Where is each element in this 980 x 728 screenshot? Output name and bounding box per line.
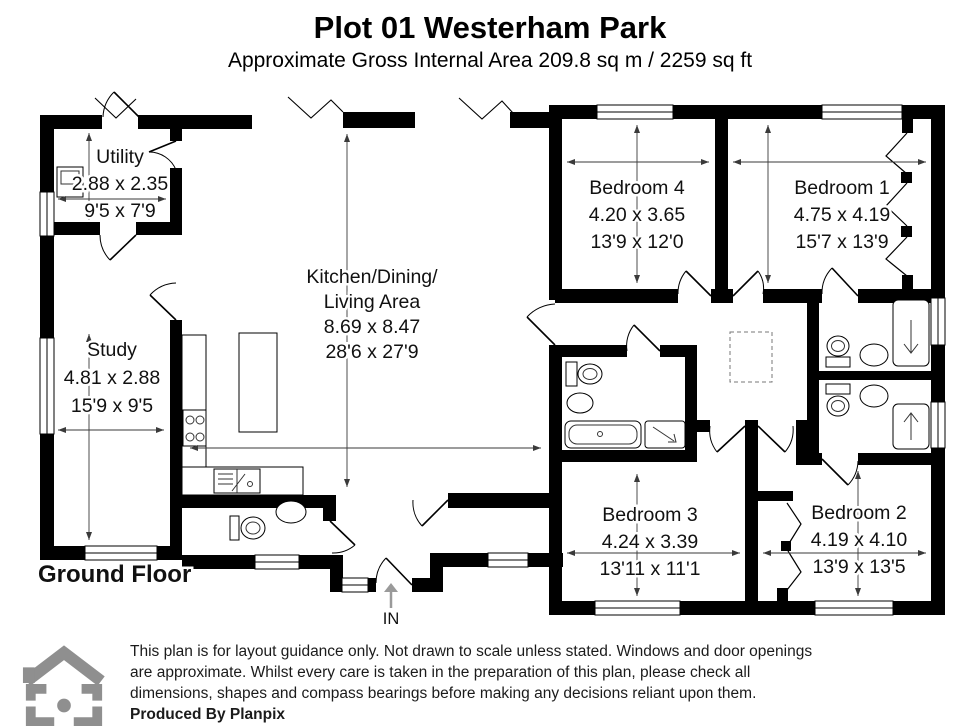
door-bedroom1 xyxy=(732,270,764,297)
window xyxy=(254,554,300,570)
svg-text:Bedroom 4: Bedroom 4 xyxy=(589,177,685,199)
windows xyxy=(39,104,946,616)
door-utility-external xyxy=(102,91,141,119)
svg-text:Bedroom 3: Bedroom 3 xyxy=(602,504,697,526)
svg-text:4.20 x 3.65: 4.20 x 3.65 xyxy=(589,204,686,226)
bifold-openings xyxy=(94,96,912,591)
kitchen-island xyxy=(238,332,278,433)
disclaimer-line: dimensions, shapes and compass bearings … xyxy=(130,685,757,702)
produced-by-label: Produced By Planpix xyxy=(130,706,286,723)
door-bedroom1-ensuite xyxy=(821,267,859,297)
svg-text:Living Area: Living Area xyxy=(324,291,421,313)
svg-text:13'9 x 13'5: 13'9 x 13'5 xyxy=(812,556,905,578)
ensuite1-toilet xyxy=(825,335,851,368)
room-label-study: Study 4.81 x 2.88 15'9 x 9'5 xyxy=(61,337,163,420)
window xyxy=(84,545,158,561)
floor-label: Ground Floor xyxy=(38,561,191,588)
door-bathroom xyxy=(626,324,661,352)
window xyxy=(930,297,946,346)
kitchen-sink xyxy=(213,468,261,494)
door-cloakroom xyxy=(329,520,356,554)
footer: This plan is for layout guidance only. N… xyxy=(14,640,966,726)
svg-text:4.19 x 4.10: 4.19 x 4.10 xyxy=(811,529,908,551)
window xyxy=(930,401,946,449)
doors xyxy=(99,91,859,586)
entrance-label: IN xyxy=(383,610,400,628)
svg-text:2.88 x 2.35: 2.88 x 2.35 xyxy=(72,173,169,195)
window xyxy=(594,600,681,616)
svg-text:8.69 x 8.47: 8.69 x 8.47 xyxy=(324,316,421,338)
wardrobe-bedroom2 xyxy=(781,502,802,591)
door-bedroom3 xyxy=(709,425,746,453)
svg-text:9'5 x 7'9: 9'5 x 7'9 xyxy=(84,200,155,222)
svg-text:28'6 x 27'9: 28'6 x 27'9 xyxy=(325,341,418,363)
svg-text:4.24 x 3.39: 4.24 x 3.39 xyxy=(602,531,699,553)
svg-text:Bedroom 1: Bedroom 1 xyxy=(794,177,889,199)
door-utility-study xyxy=(99,234,137,261)
svg-text:15'7 x 13'9: 15'7 x 13'9 xyxy=(795,231,888,253)
room-label-bedroom4: Bedroom 4 4.20 x 3.65 13'9 x 12'0 xyxy=(586,175,688,256)
planpix-logo-icon xyxy=(22,645,105,726)
dimension-lines xyxy=(58,125,926,596)
walls xyxy=(40,105,945,615)
loft-hatch xyxy=(729,331,773,383)
door-bedroom4 xyxy=(677,270,712,297)
page-title: Plot 01 Westerham Park xyxy=(313,10,667,45)
room-label-kitchen: Kitchen/Dining/ Living Area 8.69 x 8.47 … xyxy=(304,264,441,366)
disclaimer-text: This plan is for layout guidance only. N… xyxy=(130,640,812,725)
ensuite1-basin xyxy=(859,343,889,367)
window xyxy=(341,577,369,593)
kitchen-hob xyxy=(182,409,207,447)
room-label-bedroom1: Bedroom 1 4.75 x 4.19 15'7 x 13'9 xyxy=(791,175,893,256)
room-labels: Utility 2.88 x 2.35 9'5 x 7'9 Study 4.81… xyxy=(36,144,910,631)
cloakroom-basin xyxy=(275,500,307,524)
bifold-kitchen-top-right xyxy=(458,97,514,120)
window xyxy=(821,104,903,120)
svg-text:13'9 x 12'0: 13'9 x 12'0 xyxy=(590,231,683,253)
window xyxy=(39,191,55,237)
disclaimer-line: This plan is for layout guidance only. N… xyxy=(130,643,813,660)
bathroom-basin xyxy=(566,392,594,414)
svg-text:13'11 x 11'1: 13'11 x 11'1 xyxy=(599,558,700,580)
ensuite2-basin xyxy=(859,384,889,408)
wardrobe-bedroom1 xyxy=(885,132,912,277)
bathroom-shower xyxy=(644,420,686,449)
window xyxy=(814,600,894,616)
svg-text:Bedroom 2: Bedroom 2 xyxy=(811,502,906,524)
door-bedroom2-ensuite xyxy=(821,458,859,486)
svg-text:Study: Study xyxy=(87,339,137,361)
bathroom-toilet xyxy=(565,361,603,387)
room-label-utility: Utility 2.88 x 2.35 9'5 x 7'9 xyxy=(69,144,171,225)
door-utility-kitchen xyxy=(148,140,177,171)
ensuite2-shower xyxy=(892,403,930,450)
window xyxy=(596,104,674,120)
svg-text:4.81 x 2.88: 4.81 x 2.88 xyxy=(64,367,161,389)
bifold-kitchen-top-left xyxy=(287,96,344,119)
door-front-entrance xyxy=(375,557,413,586)
page-subtitle: Approximate Gross Internal Area 209.8 sq… xyxy=(227,49,753,72)
bathroom-bath xyxy=(564,420,642,449)
window xyxy=(487,552,529,568)
room-label-bedroom2: Bedroom 2 4.19 x 4.10 13'9 x 13'5 xyxy=(808,500,910,581)
door-vestibule-kitchen xyxy=(412,499,449,527)
entrance-arrow-icon xyxy=(384,583,398,608)
ensuite2-toilet xyxy=(825,383,851,417)
bifold-above-utility-door xyxy=(94,97,137,119)
svg-text:Kitchen/Dining/: Kitchen/Dining/ xyxy=(306,266,438,288)
cloakroom-toilet xyxy=(229,515,266,541)
door-study xyxy=(149,282,177,321)
svg-text:Utility: Utility xyxy=(96,146,144,168)
window xyxy=(39,337,55,435)
disclaimer-line: are approximate. Whilst every care is ta… xyxy=(130,664,751,681)
door-bedroom2 xyxy=(757,425,794,453)
svg-text:4.75 x 4.19: 4.75 x 4.19 xyxy=(794,204,891,226)
door-kitchen-hall xyxy=(526,303,556,346)
svg-text:15'9 x 9'5: 15'9 x 9'5 xyxy=(71,395,153,417)
ensuite1-shower xyxy=(892,299,930,367)
room-label-bedroom3: Bedroom 3 4.24 x 3.39 13'11 x 11'1 xyxy=(597,502,703,583)
